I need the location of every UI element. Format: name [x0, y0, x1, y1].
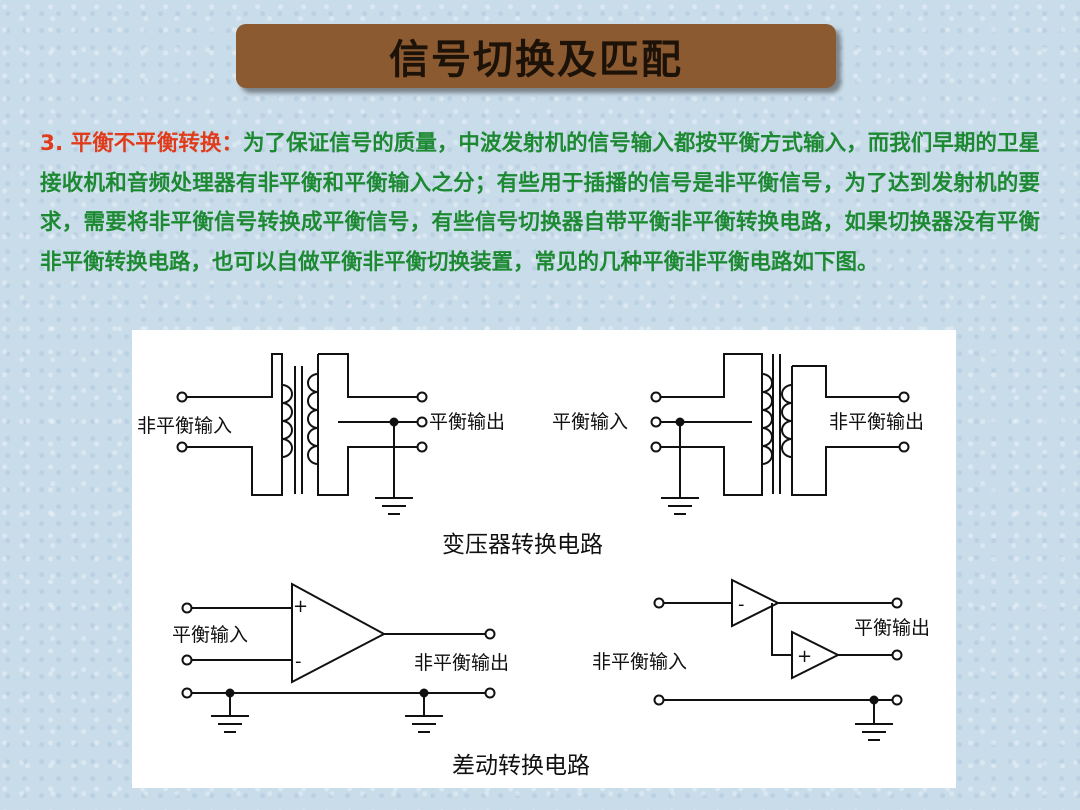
- ground-symbol: [855, 723, 893, 741]
- primary-winding-wire: [187, 353, 283, 496]
- primary-coil: [761, 373, 773, 465]
- transformer-circuit-1: [176, 353, 428, 515]
- terminal: [653, 597, 665, 609]
- label-unbalanced-output-2: 非平衡输出: [829, 411, 924, 433]
- primary-winding-wire: [661, 353, 763, 496]
- circuit-diagram-panel: 非平衡输入 平衡输出 平衡输入 非平衡输出 变压器转换电路 平衡输入 非平衡输出…: [132, 330, 956, 788]
- terminal: [176, 441, 188, 453]
- terminal: [650, 416, 662, 428]
- secondary-winding-wire: [317, 353, 417, 496]
- secondary-coil: [307, 373, 319, 465]
- terminal: [416, 441, 428, 453]
- primary-coil: [281, 384, 293, 458]
- label-unbalanced-input-1: 非平衡输入: [137, 415, 232, 437]
- circuit-diagram: 非平衡输入 平衡输出 平衡输入 非平衡输出 变压器转换电路 平衡输入 非平衡输出…: [137, 353, 930, 779]
- caption-transformer: 变压器转换电路: [442, 532, 603, 558]
- transformer-circuit-2: [650, 353, 910, 515]
- feed-wire: [771, 603, 792, 656]
- label-balanced-input-3: 平衡输入: [172, 624, 248, 646]
- description-paragraph: 3. 平衡不平衡转换：为了保证信号的质量，中波发射机的信号输入都按平衡方式输入，…: [40, 124, 1040, 282]
- ground-symbol: [375, 497, 413, 515]
- caption-differential: 差动转换电路: [452, 753, 590, 779]
- label-unbalanced-input-4: 非平衡输入: [592, 651, 687, 673]
- title-banner: 信号切换及匹配: [236, 24, 836, 88]
- terminal: [416, 391, 428, 403]
- label-unbalanced-output-3: 非平衡输出: [414, 652, 509, 674]
- plus-sign: +: [293, 596, 308, 617]
- terminal: [653, 694, 665, 706]
- ground-symbol: [661, 497, 699, 515]
- label-balanced-output-1: 平衡输出: [429, 411, 505, 433]
- label-balanced-input-2: 平衡输入: [552, 411, 628, 433]
- ground-symbol: [211, 715, 249, 733]
- terminal: [650, 441, 662, 453]
- differential-circuit-1: [181, 582, 496, 733]
- label-balanced-output-4: 平衡输出: [854, 617, 930, 639]
- terminal: [181, 687, 193, 699]
- page-title: 信号切换及匹配: [389, 37, 683, 83]
- op-amp: [291, 582, 387, 684]
- terminal: [416, 416, 428, 428]
- minus-sign: -: [295, 651, 302, 672]
- terminal: [898, 441, 910, 453]
- differential-circuit-2: [653, 578, 903, 741]
- ground-symbol: [405, 715, 443, 733]
- terminal: [181, 602, 193, 614]
- paragraph-body: 为了保证信号的质量，中波发射机的信号输入都按平衡方式输入，而我们早期的卫星接收机…: [40, 131, 1040, 275]
- plus-sign: +: [797, 646, 812, 667]
- secondary-winding-wire: [791, 365, 899, 496]
- terminal: [484, 628, 496, 640]
- terminal: [176, 391, 188, 403]
- terminal: [891, 649, 903, 661]
- secondary-coil: [781, 384, 793, 458]
- paragraph-lead: 3. 平衡不平衡转换：: [40, 131, 243, 156]
- minus-sign: -: [738, 594, 745, 615]
- terminal: [898, 391, 910, 403]
- terminal: [181, 654, 193, 666]
- terminal: [484, 687, 496, 699]
- terminal: [891, 597, 903, 609]
- terminal: [650, 391, 662, 403]
- terminal: [891, 694, 903, 706]
